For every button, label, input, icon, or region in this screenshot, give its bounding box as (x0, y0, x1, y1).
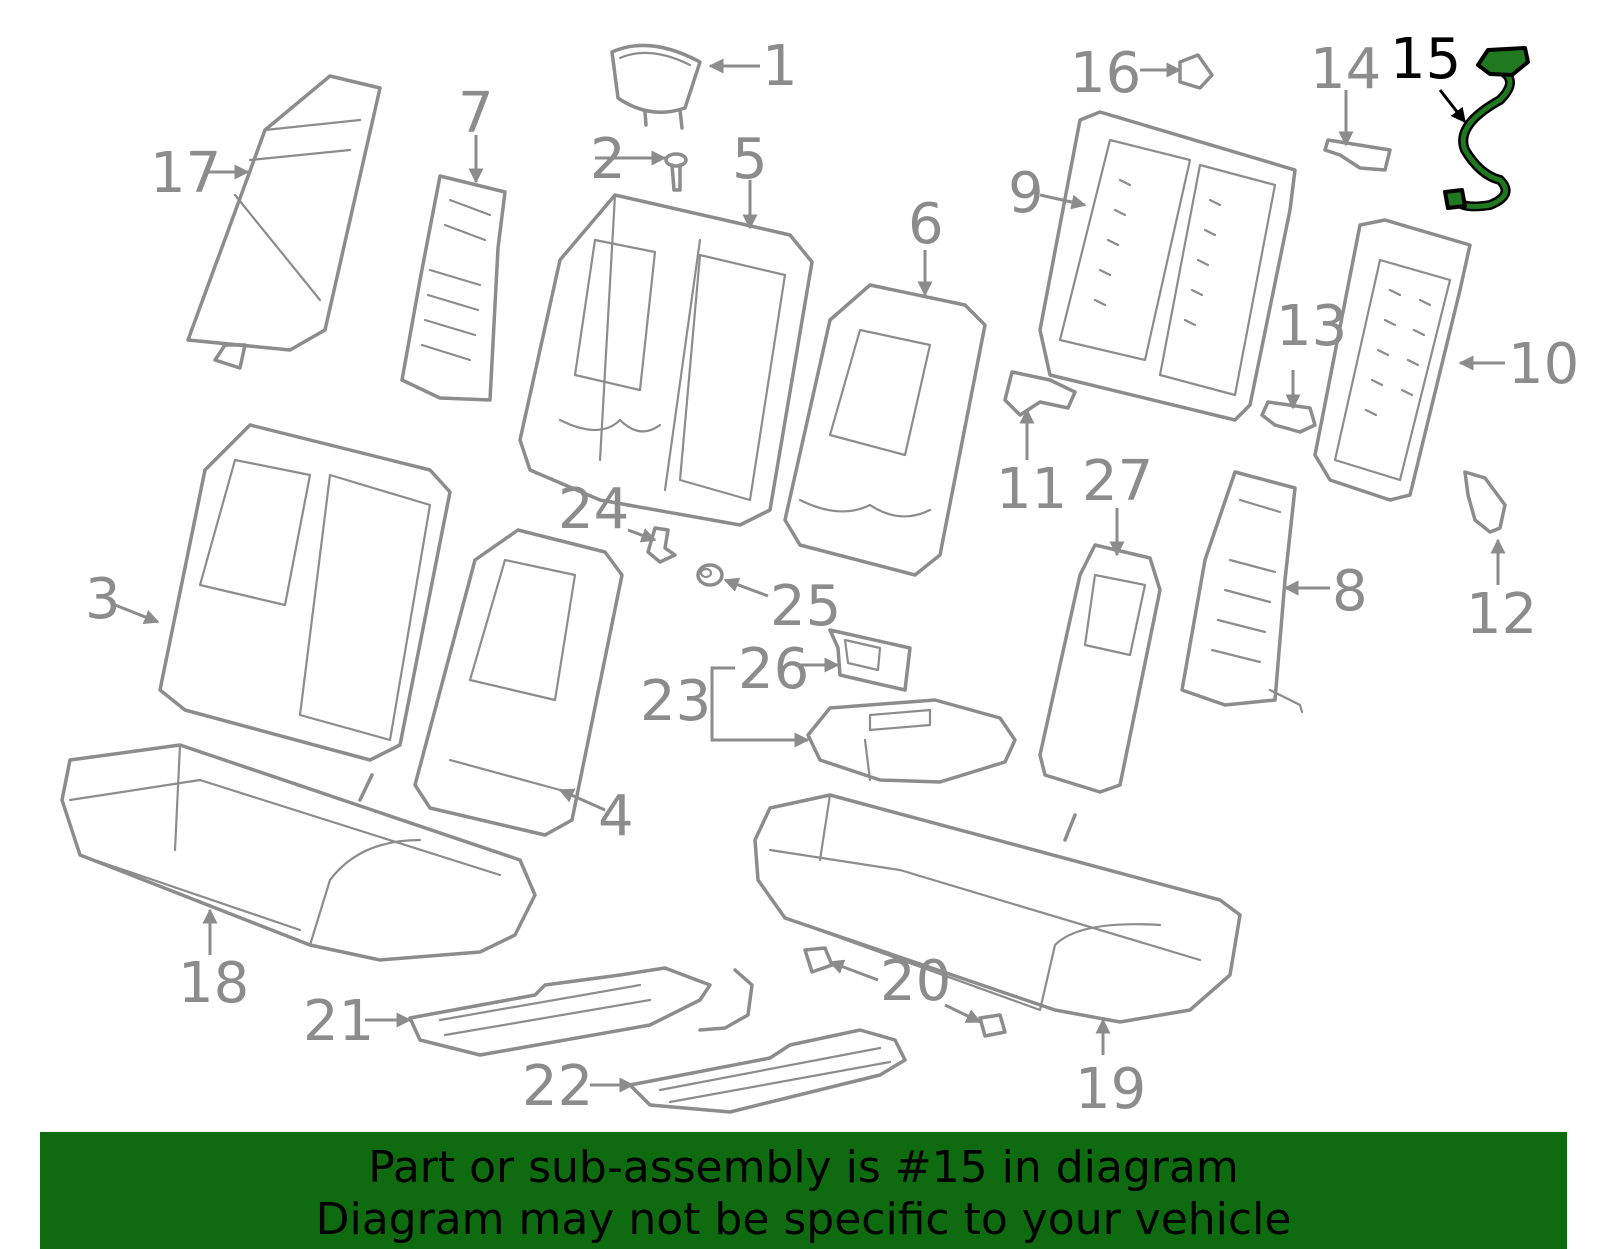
part-17-side-bolster (186, 74, 382, 370)
banner-line-2: Diagram may not be specific to your vehi… (315, 1194, 1292, 1245)
callout-27: 27 (1082, 449, 1153, 514)
callout-26: 26 (738, 637, 809, 702)
callout-19: 19 (1075, 1057, 1146, 1122)
callout-25: 25 (770, 574, 841, 639)
part-19-seat-cushion (753, 793, 1242, 1024)
callout-1: 1 (762, 34, 798, 99)
part-7-heater-pad (400, 174, 507, 402)
banner-line-1: Part or sub-assembly is #15 in diagram (368, 1142, 1239, 1193)
callout-15: 15 (1390, 27, 1461, 92)
callout-22: 22 (522, 1054, 593, 1119)
callout-16: 16 (1070, 41, 1141, 106)
part-15-wire-harness (1443, 46, 1530, 212)
part-14-bracket (1323, 138, 1392, 172)
callout-13: 13 (1276, 294, 1347, 359)
part-11-bracket (1003, 370, 1077, 417)
callout-24: 24 (558, 477, 629, 542)
part-6-seat-back-side (783, 283, 987, 577)
part-22-heater-mat (628, 1028, 907, 1114)
callout-7: 7 (458, 81, 494, 146)
parts-diagram: 1 2 3 4 5 6 7 8 9 10 11 12 13 14 15 16 1… (60, 27, 1579, 1122)
callout-11: 11 (996, 457, 1067, 522)
part-3-seat-back (158, 423, 452, 762)
callout-17: 17 (150, 141, 221, 206)
part-25-grommet (696, 563, 724, 587)
callout-14: 14 (1310, 37, 1381, 102)
callout-12: 12 (1466, 582, 1537, 647)
part-10-seat-back-frame (1313, 218, 1472, 502)
part-21-heater-mat (408, 966, 754, 1057)
part-12-latch (1463, 470, 1507, 534)
callout-21: 21 (303, 989, 374, 1054)
part-26-cup-holder (828, 628, 912, 692)
callout-8: 8 (1332, 559, 1368, 624)
part-4-seat-back-side (413, 528, 624, 837)
notice-banner: Part or sub-assembly is #15 in diagram D… (40, 1132, 1567, 1249)
part-13-bracket (1260, 400, 1317, 434)
part-16-clip (1178, 53, 1214, 90)
callout-labels: 1 2 3 4 5 6 7 8 9 10 11 12 13 14 15 16 1… (85, 27, 1579, 1122)
callout-6: 6 (908, 192, 944, 257)
part-9-seat-back-frame (1038, 110, 1297, 422)
part-5-seat-back (518, 193, 814, 527)
part-27-armrest-lid (1038, 543, 1162, 794)
callout-3: 3 (85, 567, 121, 632)
part-1-headrest (610, 43, 702, 130)
callout-18: 18 (178, 951, 249, 1016)
callout-10: 10 (1508, 332, 1579, 397)
part-24-clip (646, 526, 677, 564)
leader-lines (114, 58, 1506, 1093)
callout-9: 9 (1008, 161, 1044, 226)
callout-2: 2 (590, 127, 626, 192)
part-2-bolt (664, 152, 688, 192)
callout-5: 5 (732, 127, 768, 192)
part-23-armrest (806, 698, 1017, 784)
callout-4: 4 (598, 784, 634, 849)
part-18-seat-cushion (60, 743, 537, 962)
part-8-heater-pad (1180, 470, 1304, 714)
callout-20: 20 (880, 949, 951, 1014)
callout-23: 23 (640, 669, 711, 734)
